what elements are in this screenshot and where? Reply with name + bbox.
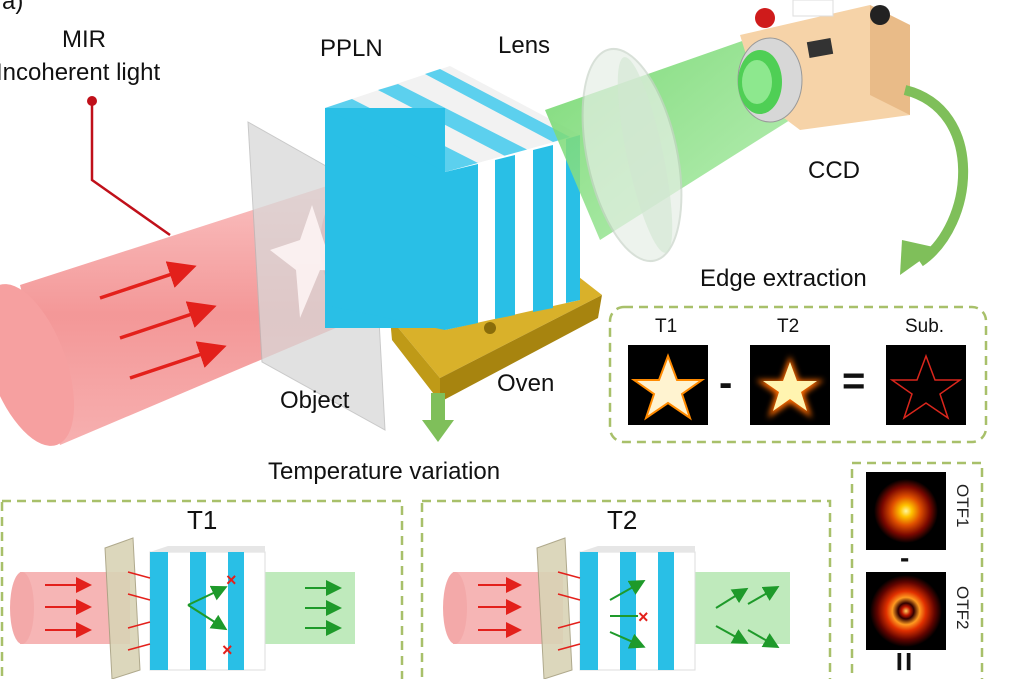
edge-equals-sign: = bbox=[842, 359, 866, 403]
edge-extraction-label: Edge extraction bbox=[700, 265, 867, 292]
ccd-label: CCD bbox=[808, 157, 860, 184]
oven-label: Oven bbox=[497, 370, 555, 397]
ppln-label: PPLN bbox=[320, 35, 383, 62]
edge-minus-sign: - bbox=[719, 361, 733, 405]
otf-equals-sign: = bbox=[884, 651, 923, 672]
panel-t1: × × bbox=[0, 499, 404, 679]
panel-t1-title: T1 bbox=[187, 505, 218, 535]
edge-extraction-box bbox=[608, 305, 988, 444]
otf-minus-sign: - bbox=[900, 542, 910, 573]
edge-t2-label: T2 bbox=[777, 316, 800, 337]
temperature-arrow bbox=[422, 393, 454, 442]
panel-t2: × bbox=[420, 499, 832, 679]
svg-text:×: × bbox=[638, 607, 649, 627]
object-label: Object bbox=[280, 387, 350, 414]
t1-star-image bbox=[628, 345, 708, 425]
lens-label: Lens bbox=[498, 32, 551, 59]
edge-extraction-arrow bbox=[900, 85, 969, 275]
t2-star-image bbox=[750, 345, 830, 425]
svg-text:×: × bbox=[226, 570, 237, 590]
mir-label: MIR bbox=[62, 26, 106, 53]
svg-text:×: × bbox=[222, 640, 233, 660]
edge-t1-label: T1 bbox=[655, 316, 678, 337]
temperature-variation-label: Temperature variation bbox=[268, 458, 501, 485]
ccd-camera bbox=[737, 0, 910, 130]
ppln-crystal bbox=[325, 66, 580, 330]
panel-label: a) bbox=[2, 0, 24, 15]
otf1-label: OTF1 bbox=[953, 484, 972, 528]
mir-pointer bbox=[87, 96, 171, 237]
panel-t2-title: T2 bbox=[607, 505, 638, 535]
otf2-label: OTF2 bbox=[953, 586, 972, 630]
otf-panel bbox=[850, 461, 984, 679]
lens bbox=[581, 47, 683, 263]
edge-sub-label: Sub. bbox=[905, 316, 945, 337]
sub-star-image bbox=[886, 345, 966, 425]
incoherent-light-label: Incoherent light bbox=[0, 59, 161, 86]
